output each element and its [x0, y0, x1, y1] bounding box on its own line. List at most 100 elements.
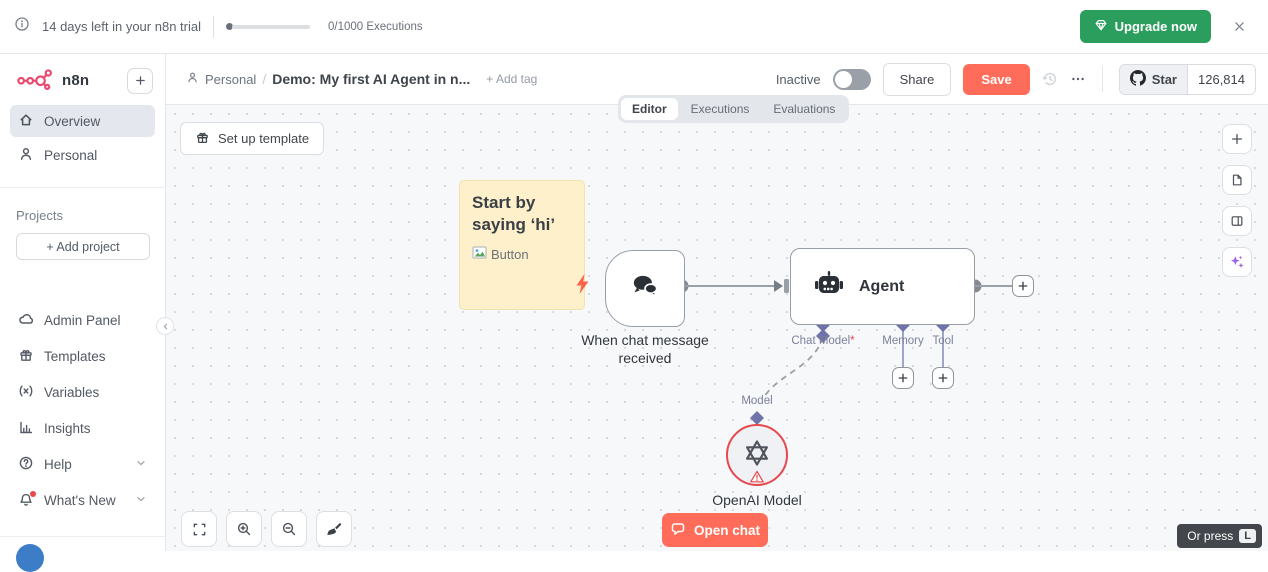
star-count: 126,814	[1187, 64, 1255, 94]
port-label-tool: Tool	[932, 335, 954, 347]
node-openai-model[interactable]	[726, 424, 788, 486]
sidebar-item-label: Overview	[44, 113, 101, 129]
upgrade-now-button[interactable]: Upgrade now	[1079, 10, 1211, 43]
split-panel-button[interactable]	[1222, 206, 1252, 236]
sidebar-item-label: Templates	[44, 348, 106, 364]
github-icon	[1129, 69, 1146, 89]
progress-track	[231, 24, 310, 29]
gift-icon	[195, 130, 210, 148]
executions-count: 0/1000 Executions	[327, 20, 423, 33]
share-button[interactable]: Share	[882, 62, 952, 96]
sidebar-collapse-button[interactable]	[156, 317, 174, 335]
save-button[interactable]: Save	[963, 63, 1030, 95]
add-workflow-button[interactable]	[127, 67, 153, 94]
sidebar-item-personal[interactable]: Personal	[10, 139, 155, 171]
divider	[212, 15, 214, 38]
user-icon	[18, 146, 34, 165]
sidebar-item-label: Variables	[44, 384, 100, 400]
add-sticky-note-button[interactable]	[1222, 165, 1252, 195]
keyboard-hint-tooltip: Or press L	[1177, 524, 1262, 548]
info-icon	[14, 16, 30, 37]
canvas-controls	[181, 511, 352, 547]
ai-assistant-sparkles-button[interactable]	[1222, 247, 1252, 277]
add-tool-button[interactable]	[932, 367, 954, 389]
add-node-button[interactable]	[1222, 124, 1252, 154]
gift-icon	[18, 347, 34, 366]
bell-icon	[18, 491, 36, 508]
divider	[0, 187, 165, 188]
sidebar-item-label: Help	[44, 456, 72, 472]
breadcrumb-separator: /	[262, 71, 267, 87]
unread-badge	[30, 491, 36, 497]
workflow-canvas[interactable]: Set up template Start by saying ‘hi’ But…	[166, 105, 1268, 551]
sidebar-item-whats-new[interactable]: What's New	[10, 482, 155, 518]
user-avatar[interactable]	[16, 544, 44, 572]
tab-evaluations[interactable]: Evaluations	[773, 102, 836, 116]
required-marker: *	[850, 335, 855, 347]
sidebar-item-templates[interactable]: Templates	[10, 338, 155, 374]
chat-bubbles-icon	[628, 269, 662, 308]
sidebar-item-label: What's New	[44, 492, 116, 508]
add-memory-button[interactable]	[892, 367, 914, 389]
toggle-knob	[834, 70, 852, 88]
node-label: Agent	[859, 277, 905, 295]
sidebar: n8n Overview Personal Projects + Add pro…	[0, 54, 174, 572]
chevron-down-icon	[135, 493, 147, 508]
tab-executions[interactable]: Executions	[690, 102, 750, 116]
sidebar-item-label: Personal	[44, 147, 98, 163]
add-tag-button[interactable]: + Add tag	[486, 72, 538, 86]
sidebar-item-admin-panel[interactable]: Admin Panel	[10, 302, 155, 338]
add-project-button[interactable]: + Add project	[16, 233, 150, 260]
active-status-label: Inactive	[775, 71, 821, 87]
sticky-note-title: Start by saying ‘hi’	[472, 193, 556, 234]
close-icon[interactable]	[1233, 20, 1246, 33]
input-port-bar	[784, 279, 789, 293]
lightning-bolt-icon	[574, 273, 591, 300]
tab-editor[interactable]: Editor	[621, 98, 678, 120]
help-icon	[18, 455, 34, 474]
open-chat-button[interactable]: Open chat	[662, 513, 768, 547]
zoom-out-button[interactable]	[271, 511, 307, 547]
progress-dot	[225, 23, 233, 30]
brand-name: n8n	[62, 72, 90, 89]
home-icon	[18, 112, 34, 131]
divider	[0, 536, 165, 537]
breadcrumb[interactable]: Personal	[186, 71, 256, 87]
chat-bubble-icon	[670, 521, 686, 540]
history-icon	[1042, 71, 1058, 87]
active-toggle[interactable]	[832, 68, 871, 90]
broken-image-alt-text: Button	[491, 246, 529, 262]
workflow-title[interactable]: Demo: My first AI Agent in n...	[272, 71, 471, 87]
chart-icon	[18, 419, 34, 438]
warning-icon	[750, 470, 765, 483]
sidebar-item-label: Admin Panel	[44, 312, 121, 328]
open-chat-label: Open chat	[693, 522, 760, 538]
more-options-button[interactable]	[1070, 71, 1086, 87]
node-agent[interactable]: Agent	[790, 248, 975, 325]
broken-image-icon	[472, 246, 488, 263]
node-label: OpenAI Model	[712, 492, 802, 508]
sidebar-item-insights[interactable]: Insights	[10, 410, 155, 446]
node-label: When chat message received	[581, 332, 709, 367]
sticky-note[interactable]: Start by saying ‘hi’ Button	[459, 180, 585, 310]
setup-template-button[interactable]: Set up template	[180, 122, 325, 155]
tidy-up-button[interactable]	[316, 511, 352, 547]
trial-message: 14 days left in your n8n trial	[42, 19, 201, 34]
user-icon	[186, 71, 199, 87]
chevron-down-icon	[135, 457, 147, 472]
divider	[1101, 66, 1103, 92]
add-node-endpoint-button[interactable]	[1012, 275, 1034, 297]
sidebar-item-label: Insights	[44, 420, 91, 436]
zoom-in-button[interactable]	[226, 511, 262, 547]
github-star-widget[interactable]: Star 126,814	[1118, 63, 1256, 95]
node-chat-trigger[interactable]	[605, 250, 685, 327]
openai-logo-icon	[741, 437, 773, 474]
hint-text: Or press	[1187, 529, 1234, 543]
sidebar-item-variables[interactable]: Variables	[10, 374, 155, 410]
executions-progress-bar	[225, 23, 310, 30]
breadcrumb-project: Personal	[205, 71, 257, 87]
fit-view-button[interactable]	[181, 511, 217, 547]
connection-wires	[675, 279, 1012, 425]
sidebar-item-overview[interactable]: Overview	[10, 105, 155, 137]
sidebar-item-help[interactable]: Help	[10, 446, 155, 482]
